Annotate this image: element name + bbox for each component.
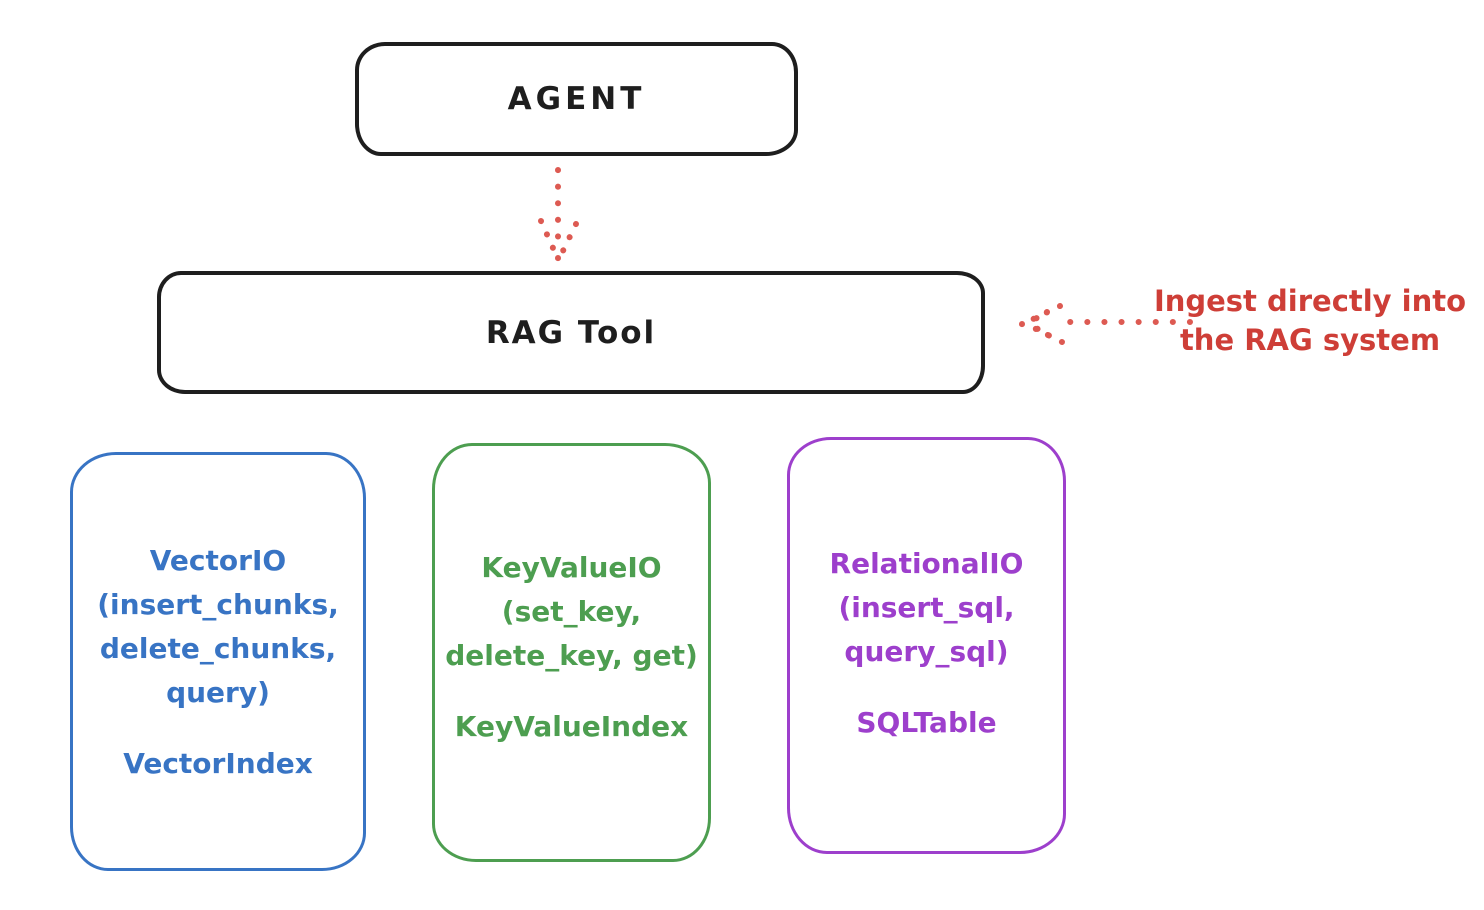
ingest-annotation-line-1: Ingest directly into — [1153, 284, 1467, 318]
store-index-label: VectorIndex — [123, 747, 313, 780]
store-box-relational-io: RelationalIO (insert_sql, query_sql) SQL… — [787, 437, 1066, 854]
store-line: VectorIO — [149, 544, 287, 577]
store-line: query_sql) — [844, 635, 1009, 668]
store-line: (insert_sql, — [838, 591, 1015, 624]
store-box-vector-io: VectorIO (insert_chunks, delete_chunks, … — [70, 452, 366, 871]
rag-tool-box: RAG Tool — [157, 271, 985, 394]
store-index-label: KeyValueIndex — [454, 710, 689, 743]
agent-label: AGENT — [507, 81, 646, 117]
store-line: (set_key, — [501, 595, 642, 628]
store-box-keyvalue-io: KeyValueIO (set_key, delete_key, get) Ke… — [432, 443, 711, 862]
rag-tool-label: RAG Tool — [485, 314, 657, 351]
agent-box: AGENT — [355, 42, 798, 156]
store-line: (insert_chunks, — [97, 588, 339, 621]
ingest-annotation: Ingest directly into the RAG system — [1136, 282, 1484, 360]
store-line: KeyValueIO — [481, 551, 662, 584]
store-index-label: SQLTable — [856, 706, 997, 739]
down-dotted-arrow-icon — [538, 167, 579, 262]
ingest-annotation-line-2: the RAG system — [1179, 323, 1441, 357]
store-line: delete_key, get) — [445, 639, 698, 672]
store-line: delete_chunks, — [99, 632, 337, 665]
store-line: RelationalIO — [829, 547, 1024, 580]
store-line: query) — [166, 676, 270, 709]
